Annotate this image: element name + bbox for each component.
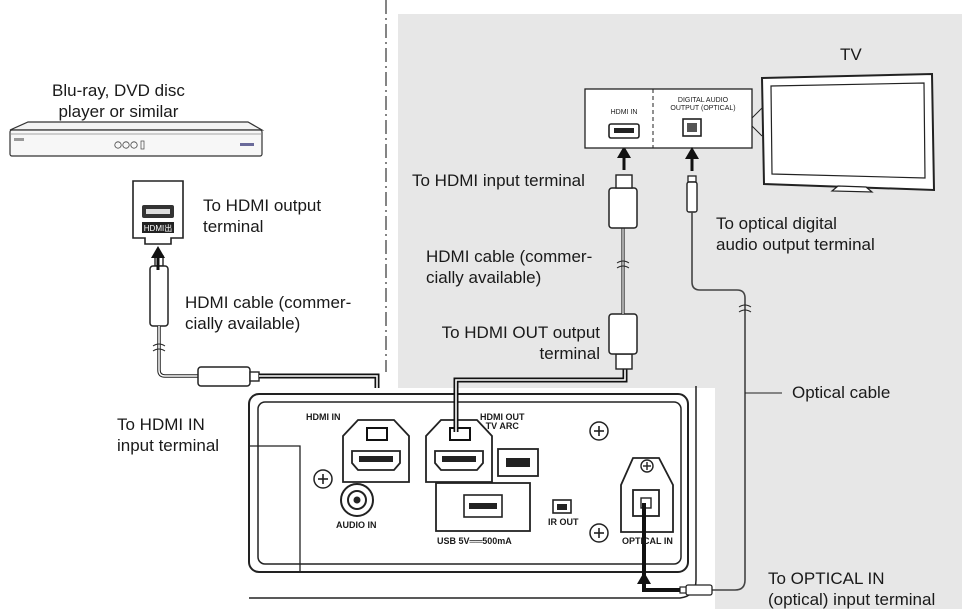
optical-in-callout-line1: To OPTICAL IN (768, 569, 885, 588)
player-hdmi-port (132, 180, 184, 245)
right-cable-callout-line2: cially available) (426, 268, 542, 287)
player-arrow (151, 246, 165, 270)
left-cable-callout-line2: cially available) (185, 314, 301, 333)
player-hdmi-out-callout-line2: terminal (203, 217, 264, 236)
bluray-player (9, 121, 265, 157)
player-hdmi-out-callout: To HDMI output terminal (203, 195, 321, 237)
tv-optical-callout: To optical digital audio output terminal (716, 213, 875, 255)
bluray-player-label-line2: player or similar (58, 102, 179, 121)
optical-cable-callout: Optical cable (792, 383, 891, 402)
optical-in-callout-line2: (optical) input terminal (768, 590, 936, 609)
tv-optical-port-label: DIGITAL AUDIO OUTPUT (OPTICAL) (655, 97, 751, 113)
bluray-player-label: Blu-ray, DVD disc player or similar (52, 80, 185, 122)
panel-hdmi-out-label: HDMI OUT TV ARC (480, 413, 525, 431)
hdmi-out-callout-line1: To HDMI OUT output (441, 323, 600, 342)
left-hdmi-cable (149, 255, 380, 432)
main-unit-panel (242, 386, 715, 609)
tv-label: TV (840, 45, 862, 64)
tv-hdmi-port-label: HDMI IN (610, 109, 638, 116)
tv-hdmi-arrow (617, 146, 631, 170)
tv-optical-callout-line2: audio output terminal (716, 235, 875, 254)
right-cable-callout: HDMI cable (commer- cially available) (426, 246, 592, 288)
right-cable-callout-line1: HDMI cable (commer- (426, 247, 593, 266)
optical-in-callout: To OPTICAL IN (optical) input terminal (768, 568, 935, 610)
hdmi-out-callout-line2: terminal (539, 344, 600, 363)
player-hdmi-out-callout-line1: To HDMI output (203, 196, 322, 215)
panel-usb-label: USB 5V══500mA (437, 536, 512, 546)
panel-hdmi-out-label-line1: HDMI OUT (480, 412, 525, 422)
panel-audio-in-label: AUDIO IN (336, 520, 377, 530)
panel-ir-out-label: IR OUT (548, 517, 579, 527)
player-hdmi-port-label: HDMI出力 (143, 224, 173, 242)
tv-hdmi-input-callout: To HDMI input terminal (412, 171, 585, 190)
hdmi-out-callout: To HDMI OUT output terminal (424, 322, 600, 364)
tv-optical-callout-line1: To optical digital (716, 214, 837, 233)
hdmi-in-callout-line2: input terminal (117, 436, 220, 455)
hdmi-in-callout-line1: To HDMI IN (117, 415, 205, 434)
left-cable-callout-line1: HDMI cable (commer- (185, 293, 352, 312)
panel-hdmi-in-label: HDMI IN (306, 412, 341, 422)
hdmi-in-callout: To HDMI IN input terminal (117, 414, 219, 456)
tv (760, 72, 936, 193)
panel-optical-in-label: OPTICAL IN (622, 536, 673, 546)
left-cable-callout: HDMI cable (commer- cially available) (185, 292, 351, 334)
tv-optical-port-label-line2: OUTPUT (OPTICAL) (670, 105, 736, 112)
tv-optical-port-label-line1: DIGITAL AUDIO (677, 97, 729, 104)
tv-port-box (584, 88, 763, 149)
right-hdmi-cable (453, 174, 638, 432)
panel-hdmi-out-label-line2: TV ARC (485, 421, 519, 431)
bluray-player-label-line1: Blu-ray, DVD disc (52, 81, 185, 100)
optical-cable (637, 147, 782, 596)
